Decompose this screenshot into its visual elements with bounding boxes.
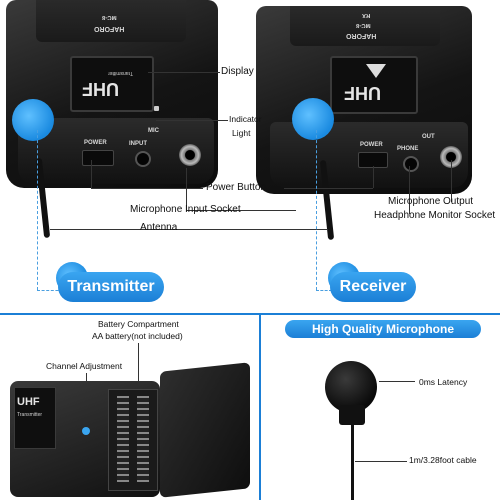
display-label: Display [221,66,254,77]
battery-compartment-label: Battery Compartment [98,319,179,329]
receiver-dash-h [316,290,332,291]
power-button-label: Power Button [206,182,267,193]
horizontal-divider [0,313,500,315]
display-callout-line [148,72,220,73]
receiver-display: UHF [330,56,418,114]
receiver-screen-text: UHF [344,83,381,103]
battery-callout-line [138,343,139,387]
light-label: Light [232,128,251,138]
battery-compartment-panel: Battery Compartment AA battery(not inclu… [0,315,259,500]
transmitter-screen-text: UHF [82,79,119,99]
mic-input-callout-line [186,210,296,211]
transmitter-top-edge [36,0,186,42]
receiver-out-jack [440,146,462,168]
latency-callout-line [379,381,415,382]
transmitter-blue-marker [12,99,54,141]
channel-adjustment-label: Channel Adjustment [46,361,123,371]
transmitter-indicator-light [154,106,159,111]
receiver-rx: RX [362,12,371,18]
transmitter-model: MC-8 [102,14,117,20]
receiver-signal-icon [366,64,386,78]
receiver-port-power-label: POWER [360,142,383,148]
receiver-brand: HAFORO [346,32,377,39]
transmitter-brand: HAFORO [94,25,125,32]
cable-callout-line [355,461,407,462]
mic-output-callout-vline [451,160,452,202]
battery-slot [108,389,158,491]
battery-unit-text: UHF [17,396,40,408]
mic-cable [351,423,354,500]
channel-adjust-button [82,427,90,435]
battery-unit-screen: UHF Transmitter [14,387,56,449]
indicator-callout-line [156,120,228,121]
battery-lid [160,362,250,498]
battery-spring-1 [117,396,129,482]
receiver-phone-jack [403,156,419,172]
aa-battery-label: AA battery(not included) [92,331,183,341]
headphone-socket-label: Headphone Monitor Socket [374,210,496,221]
mic-foam-head [325,361,377,413]
top-product-diagram: HAFORO MC-8 UHF Transmitter POWER INPUT … [6,0,496,302]
receiver-device: HAFORO MC-8 RX UHF POWER PHONE OUT [256,6,472,194]
latency-label: 0ms Latency [419,377,468,387]
cable-label: 1m/3.28foot cable [409,455,477,465]
vertical-divider [259,315,261,500]
power-callout-line [91,188,203,189]
receiver-top-edge [290,6,440,46]
battery-unit-subtext: Transmitter [17,412,43,418]
transmitter-input-jack [135,151,151,167]
transmitter-dash-v [37,130,38,290]
power-callout-line-rx [284,188,373,189]
transmitter-pill: Transmitter [58,272,164,302]
antenna-callout-line [50,229,328,230]
transmitter-port-input-label: INPUT [129,141,147,147]
mic-clip [339,405,365,425]
receiver-pill: Receiver [330,272,416,302]
mic-input-socket-label: Microphone Input Socket [130,204,241,215]
antenna-label: Antenna [140,222,178,233]
transmitter-dash-h [37,290,63,291]
transmitter-display: UHF Transmitter [70,56,154,112]
transmitter-mic-jack [179,144,201,166]
receiver-model: MC-8 [356,22,371,28]
receiver-port-out-label: OUT [422,134,435,140]
battery-spring-2 [137,396,149,482]
power-callout-vline-rx [373,166,374,188]
transmitter-device: HAFORO MC-8 UHF Transmitter POWER INPUT … [6,0,218,188]
headphone-callout-vline [409,166,410,214]
indicator-label: Indicator [229,114,262,124]
transmitter-port-power-label: POWER [84,140,107,146]
receiver-blue-marker [292,98,334,140]
mic-output-label: Microphone Output [388,196,474,207]
power-callout-vline [91,160,92,188]
high-quality-mic-title: High Quality Microphone [285,320,481,338]
receiver-port-phone-label: PHONE [397,146,419,152]
microphone-panel: High Quality Microphone 0ms Latency 1m/3… [261,315,500,500]
receiver-dash-v [316,130,317,290]
transmitter-power-button [82,150,114,166]
transmitter-screen-subtext: Transmitter [108,70,134,76]
mic-input-callout-vline [186,168,187,210]
transmitter-port-mic-label: MIC [148,128,159,134]
